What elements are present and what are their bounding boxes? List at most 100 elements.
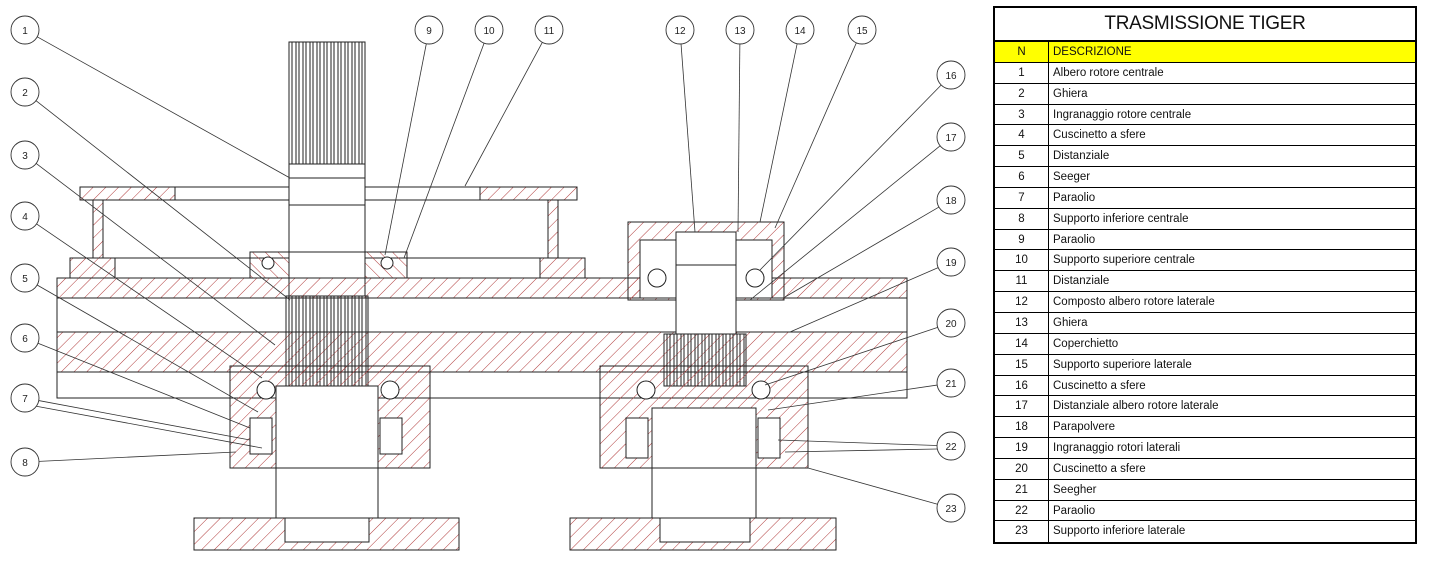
balloon-number: 20 [945,319,957,330]
leader-line [807,467,938,505]
row-description: Cuscinetto a sfere [1053,129,1146,142]
row-number: 11 [995,271,1049,292]
shaft-12 [675,231,737,335]
balloon-circle [936,368,966,398]
table-row: 16 Cuscinetto a sfere [995,375,1415,397]
balloon-circle [10,77,40,107]
leader-line [759,84,942,271]
row-number: 15 [995,354,1049,375]
balloon-circle [936,493,966,523]
balloon-circle [534,15,564,45]
lower-shaft-right [651,467,757,519]
balloon-circle [665,15,695,45]
balloon-1: 1 [10,15,40,45]
row-number: 20 [995,458,1049,479]
leader-line [35,100,291,301]
balloon-number: 1 [22,26,28,37]
balloon-9: 9 [414,15,444,45]
table-header-row: N DESCRIZIONE [995,42,1415,63]
leader-line [36,223,263,379]
balloon-16: 16 [936,60,966,90]
row-description: Distanziale [1053,150,1110,163]
row-description: Supporto superiore centrale [1053,254,1195,267]
balloon-number: 3 [22,151,28,162]
balloon-19: 19 [936,247,966,277]
balloon-12: 12 [665,15,695,45]
balloon-circle [936,185,966,215]
balloon-circle [10,201,40,231]
balloon-circle [10,15,40,45]
row-number: 12 [995,292,1049,312]
leader-line [774,42,857,229]
leader-line [384,43,427,256]
leader-line [38,400,251,441]
table-row: 6 Seeger [995,167,1415,188]
row-number: 16 [995,375,1049,396]
table-row: 11 Distanziale [995,271,1415,293]
row-description: Distanziale [1053,275,1110,288]
row-number: 4 [995,125,1049,146]
row-number: 2 [995,83,1049,104]
row-number: 22 [995,500,1049,521]
balloon-number: 12 [674,26,686,37]
row-description: Cuscinetto a sfere [1053,379,1146,392]
row-number: 8 [995,208,1049,229]
balloon-circle [936,60,966,90]
balloon-5: 5 [10,263,40,293]
row-number: 6 [995,167,1049,187]
table-row: 4 Cuscinetto a sfere [995,125,1415,147]
balloon-number: 11 [544,26,555,37]
row-number: 5 [995,146,1049,167]
leader-line [403,42,485,259]
leader-line [37,342,251,429]
column-header-n: N [995,42,1049,62]
balloon-number: 8 [22,458,28,469]
leader-line [759,43,798,223]
row-description: Supporto inferiore laterale [1053,525,1186,538]
row-number: 14 [995,333,1049,354]
balloon-23: 23 [936,493,966,523]
balloon-21: 21 [936,368,966,398]
shaft-1-splined [288,41,366,165]
row-description: Seeger [1053,171,1091,184]
balloon-circle [936,308,966,338]
balloon-number: 16 [945,71,957,82]
balloon-circle [936,431,966,461]
left-assembly [56,41,908,551]
row-description: Ingranaggio rotore centrale [1053,108,1192,121]
leader-line [749,145,941,301]
row-number: 23 [995,521,1049,543]
balloon-18: 18 [936,185,966,215]
balloon-number: 9 [426,26,432,37]
leader-line [464,42,543,187]
row-number: 3 [995,104,1049,125]
leader-lines [34,36,942,505]
balloon-circle [725,15,755,45]
row-description: Seegher [1053,483,1097,496]
row-number: 13 [995,312,1049,333]
right-column [547,199,559,259]
balloon-number: 10 [483,26,495,37]
row-description: Ghiera [1053,87,1088,100]
balloon-number: 14 [794,26,806,37]
balloon-8: 8 [10,447,40,477]
row-description: Ingranaggio rotori laterali [1053,442,1181,455]
balloon-circle [10,263,40,293]
row-description: Paraolio [1053,191,1096,204]
leader-line [35,163,276,346]
balloon-number: 23 [945,504,957,515]
right-assembly [569,221,837,551]
balloon-2: 2 [10,77,40,107]
row-number: 9 [995,229,1049,250]
balloon-13: 13 [725,15,755,45]
balloon-14: 14 [785,15,815,45]
